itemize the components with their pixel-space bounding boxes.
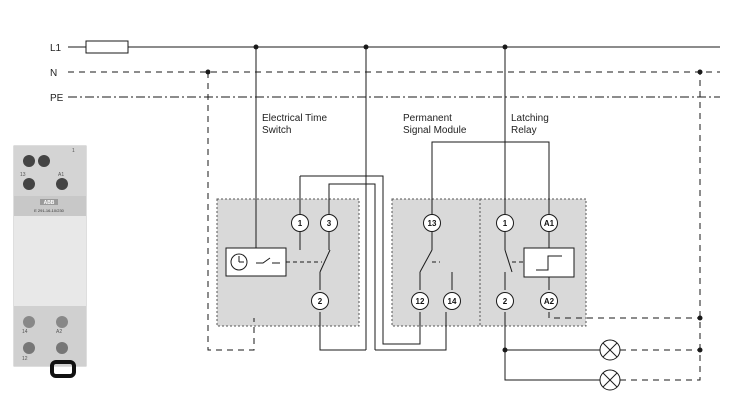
time-switch-label-1: Electrical Time [262,113,327,124]
device-model: E 291-16-10/230 [34,208,65,213]
latching-relay-label-2: Relay [511,125,537,136]
svg-text:A1: A1 [58,172,64,178]
terminal-ts-3: 3 [320,214,338,232]
line-label-l1: L1 [50,43,62,54]
lamp-icon [599,369,621,391]
svg-text:1: 1 [298,219,303,228]
svg-text:14: 14 [448,297,457,306]
terminal-sm-14: 14 [443,292,461,310]
svg-text:2: 2 [503,297,508,306]
latching-relay-label-1: Latching [511,113,549,124]
device-brand: ABB [44,200,55,206]
wiring [207,47,701,381]
line-label-pe: PE [50,93,64,104]
svg-text:2: 2 [318,297,323,306]
svg-text:A1: A1 [544,219,555,228]
svg-text:3: 3 [327,219,332,228]
svg-text:A2: A2 [56,329,62,335]
junction-dots [205,44,703,353]
svg-text:1: 1 [72,148,75,154]
clock-icon [225,247,287,277]
svg-text:13: 13 [20,172,26,178]
lamp-icon [599,339,621,361]
line-label-n: N [50,68,57,79]
svg-text:12: 12 [22,356,28,362]
device-photo: ABB E 291-16-10/230 1 13 A1 14 A2 12 [13,145,87,378]
time-switch-label-2: Switch [262,125,291,136]
terminal-sm-12: 12 [411,292,429,310]
fuse-icon [85,40,129,54]
svg-text:13: 13 [428,219,437,228]
svg-text:1: 1 [503,219,508,228]
signal-module-label-1: Permanent [403,113,452,124]
svg-text:14: 14 [22,329,28,335]
svg-text:12: 12 [416,297,425,306]
terminal-lr-a2: A2 [540,292,558,310]
relay-coil-icon [523,247,575,278]
terminal-sm-13: 13 [423,214,441,232]
terminal-lr-1: 1 [496,214,514,232]
terminal-lr-2: 2 [496,292,514,310]
svg-text:A2: A2 [544,297,555,306]
terminal-ts-1: 1 [291,214,309,232]
signal-module-label-2: Signal Module [403,125,467,136]
terminal-ts-2: 2 [311,292,329,310]
terminal-lr-a1: A1 [540,214,558,232]
